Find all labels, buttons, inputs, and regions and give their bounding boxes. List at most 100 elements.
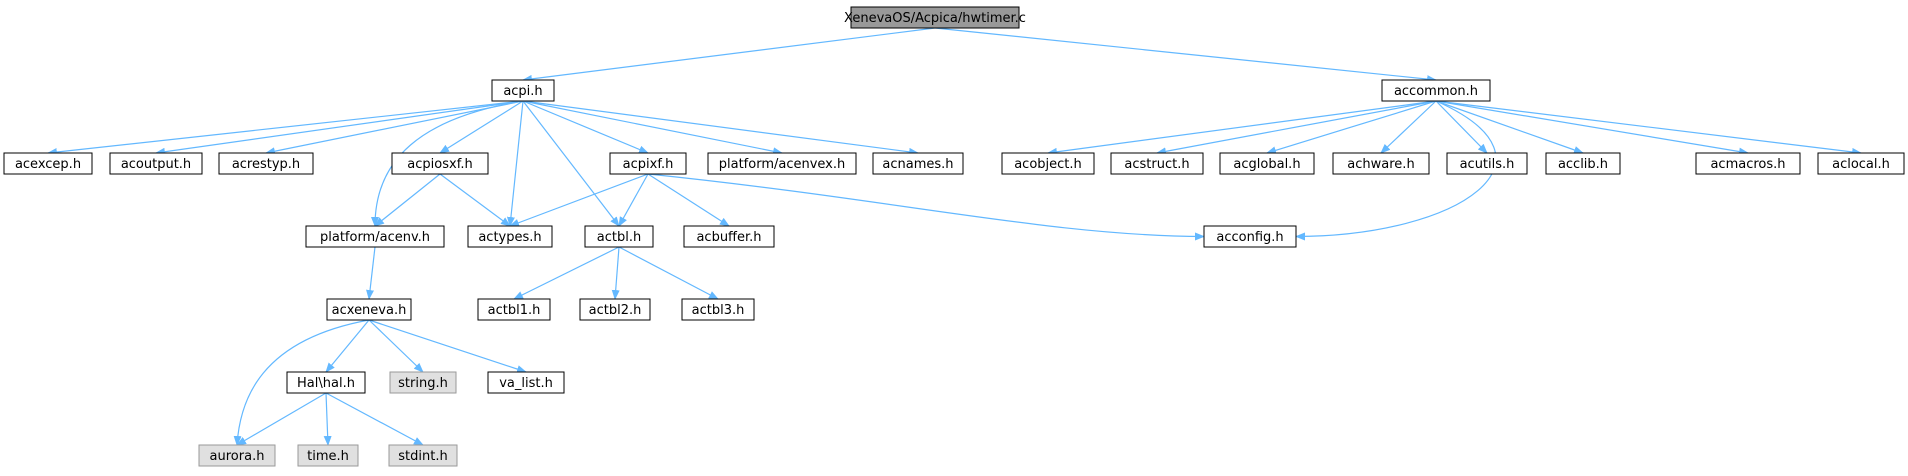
edge-acpixf-to-actypes	[509, 173, 649, 227]
node-box	[1381, 79, 1491, 102]
node-label: Hal\hal.h	[297, 376, 355, 391]
node-acutils[interactable]: acutils.h	[1446, 152, 1528, 175]
edge-layer	[47, 27, 1862, 446]
node-platform-acenvex[interactable]: platform/acenvex.h	[707, 152, 857, 175]
edge-hal-to-stdint	[325, 392, 424, 446]
node-label: platform/acenv.h	[320, 230, 430, 245]
node-box	[305, 225, 445, 248]
edge-accommon-to-acutils	[1435, 100, 1488, 154]
node-acoutput[interactable]: acoutput.h	[109, 152, 203, 175]
node-box	[609, 152, 687, 175]
node-string[interactable]: string.h	[389, 371, 457, 394]
edge-platform_acenv-to-acxeneva	[366, 246, 376, 300]
node-acconfig[interactable]: acconfig.h	[1203, 225, 1297, 248]
edge-acpi-to-acrestyp	[265, 100, 524, 156]
node-acnames[interactable]: acnames.h	[872, 152, 964, 175]
node-label: acobject.h	[1014, 157, 1082, 172]
node-label: acmacros.h	[1710, 157, 1785, 172]
node-label: stdint.h	[398, 449, 447, 464]
edge-acpi-to-platform_acenvex	[522, 100, 783, 156]
edge-acpixf-to-actbl	[618, 173, 649, 227]
node-box	[1545, 152, 1621, 175]
node-acpixf[interactable]: acpixf.h	[609, 152, 687, 175]
node-actypes[interactable]: actypes.h	[467, 225, 553, 248]
node-label: actbl1.h	[488, 303, 541, 318]
edge-root-to-accommon	[934, 27, 1437, 84]
node-box	[388, 444, 458, 467]
node-box	[109, 152, 203, 175]
node-label: acpi.h	[503, 84, 542, 99]
node-label: va_list.h	[499, 376, 553, 391]
node-actbl2[interactable]: actbl2.h	[579, 298, 651, 321]
node-label: actbl.h	[597, 230, 641, 245]
node-acobject[interactable]: acobject.h	[1001, 152, 1095, 175]
edge-acxeneva-to-va_list	[368, 319, 527, 373]
node-box	[683, 225, 775, 248]
node-label: aurora.h	[210, 449, 265, 464]
node-aurora[interactable]: aurora.h	[198, 444, 276, 467]
edge-acpi-to-actbl	[522, 100, 620, 227]
node-root[interactable]: XenevaOS/Acpica/hwtimer.c	[844, 6, 1026, 29]
edge-acpi-to-acnames	[522, 100, 919, 156]
node-label: acpiosxf.h	[407, 157, 472, 172]
node-label: acoutput.h	[121, 157, 191, 172]
node-label: acutils.h	[1460, 157, 1515, 172]
node-acrestyp[interactable]: acrestyp.h	[218, 152, 314, 175]
node-va-list[interactable]: va_list.h	[487, 371, 565, 394]
node-acglobal[interactable]: acglobal.h	[1219, 152, 1315, 175]
node-label: actbl3.h	[692, 303, 745, 318]
node-actbl1[interactable]: actbl1.h	[477, 298, 551, 321]
node-acpiosxf[interactable]: acpiosxf.h	[391, 152, 489, 175]
edge-acpi-to-actypes	[506, 100, 524, 227]
node-box	[467, 225, 553, 248]
node-acmacros[interactable]: acmacros.h	[1695, 152, 1801, 175]
node-platform-acenv[interactable]: platform/acenv.h	[305, 225, 445, 248]
edge-accommon-to-acclib	[1435, 100, 1584, 154]
node-acpi[interactable]: acpi.h	[491, 79, 555, 102]
edge-accommon-to-acobject	[1047, 100, 1437, 156]
node-label: acclib.h	[1558, 157, 1608, 172]
edge-actbl-to-actbl1	[513, 246, 620, 300]
node-acxeneva[interactable]: acxeneva.h	[326, 298, 412, 321]
node-layer: XenevaOS/Acpica/hwtimer.c acpi.h accommon.…	[3, 6, 1905, 467]
node-label: achware.h	[1347, 157, 1414, 172]
edge-acpixf-to-acbuffer	[647, 173, 730, 227]
edge-acpiosxf-to-platform_acenv	[374, 173, 441, 227]
node-hal[interactable]: Hal\hal.h	[286, 371, 366, 394]
node-actbl[interactable]: actbl.h	[584, 225, 654, 248]
edge-acxeneva-to-hal	[325, 319, 370, 373]
node-stdint[interactable]: stdint.h	[388, 444, 458, 467]
node-acexcep[interactable]: acexcep.h	[3, 152, 93, 175]
node-acstruct[interactable]: acstruct.h	[1110, 152, 1204, 175]
edge-acpi-to-platform_acenv	[371, 100, 524, 227]
edge-accommon-to-acmacros	[1435, 100, 1749, 156]
node-label: acexcep.h	[15, 157, 81, 172]
node-box	[1446, 152, 1528, 175]
edge-accommon-to-acglobal	[1266, 100, 1437, 155]
edge-actbl-to-actbl2	[611, 246, 620, 300]
node-box	[3, 152, 93, 175]
node-box	[297, 444, 359, 467]
edge-accommon-to-acstruct	[1156, 100, 1437, 156]
node-box	[707, 152, 857, 175]
node-actbl3[interactable]: actbl3.h	[681, 298, 755, 321]
node-box	[850, 6, 1020, 29]
edge-hal-to-time	[323, 392, 332, 446]
edge-actbl-to-actbl3	[618, 246, 719, 300]
node-time[interactable]: time.h	[297, 444, 359, 467]
edge-accommon-to-acconfig	[1295, 100, 1497, 241]
edge-acpi-to-acpixf	[522, 100, 649, 154]
edge-acpixf-to-acconfig	[647, 173, 1205, 241]
node-label: acbuffer.h	[696, 230, 761, 245]
node-aclocal[interactable]: aclocal.h	[1817, 152, 1905, 175]
node-box	[1332, 152, 1430, 175]
node-box	[286, 371, 366, 394]
edge-acpi-to-acoutput	[155, 100, 524, 156]
node-label: acstruct.h	[1124, 157, 1189, 172]
node-acclib[interactable]: acclib.h	[1545, 152, 1621, 175]
node-acbuffer[interactable]: acbuffer.h	[683, 225, 775, 248]
node-achware[interactable]: achware.h	[1332, 152, 1430, 175]
node-box	[198, 444, 276, 467]
node-accommon[interactable]: accommon.h	[1381, 79, 1491, 102]
